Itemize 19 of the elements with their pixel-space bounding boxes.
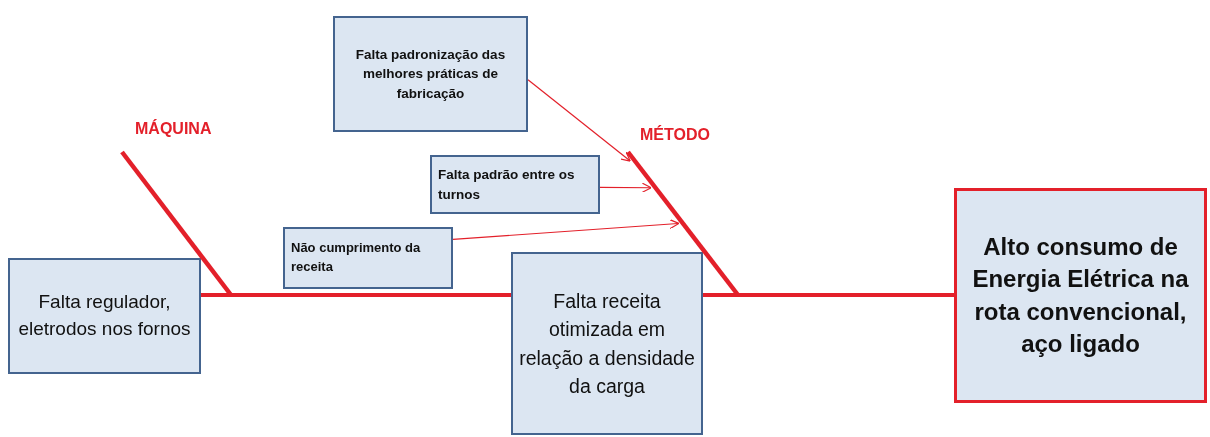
effect-box	[954, 188, 1207, 403]
cause-text: Falta receita otimizada em relação a densidade da carga	[519, 288, 695, 399]
cause-box	[430, 155, 600, 214]
category-label: MÁQUINA	[135, 120, 212, 138]
cause-text: Alto consumo de Energia Elétrica na rota convencional, aço ligado	[971, 231, 1190, 359]
arrow	[452, 219, 680, 240]
spine-line	[703, 293, 954, 297]
cause-box	[333, 16, 528, 132]
cause-text: Falta padrão entre os turnos	[438, 165, 576, 204]
spine-line	[201, 293, 511, 297]
arrow	[527, 79, 631, 162]
cause-text: Falta padronização das melhores práticas de fabricação	[355, 45, 506, 103]
category-label: MÉTODO	[640, 126, 710, 144]
cause-text: Não cumprimento da receita	[291, 239, 422, 276]
cause-box	[283, 227, 453, 289]
arrow	[599, 182, 652, 193]
cause-box	[8, 258, 201, 374]
cause-text: Falta regulador, eletrodos nos fornos	[17, 290, 192, 341]
cause-box	[511, 252, 703, 435]
